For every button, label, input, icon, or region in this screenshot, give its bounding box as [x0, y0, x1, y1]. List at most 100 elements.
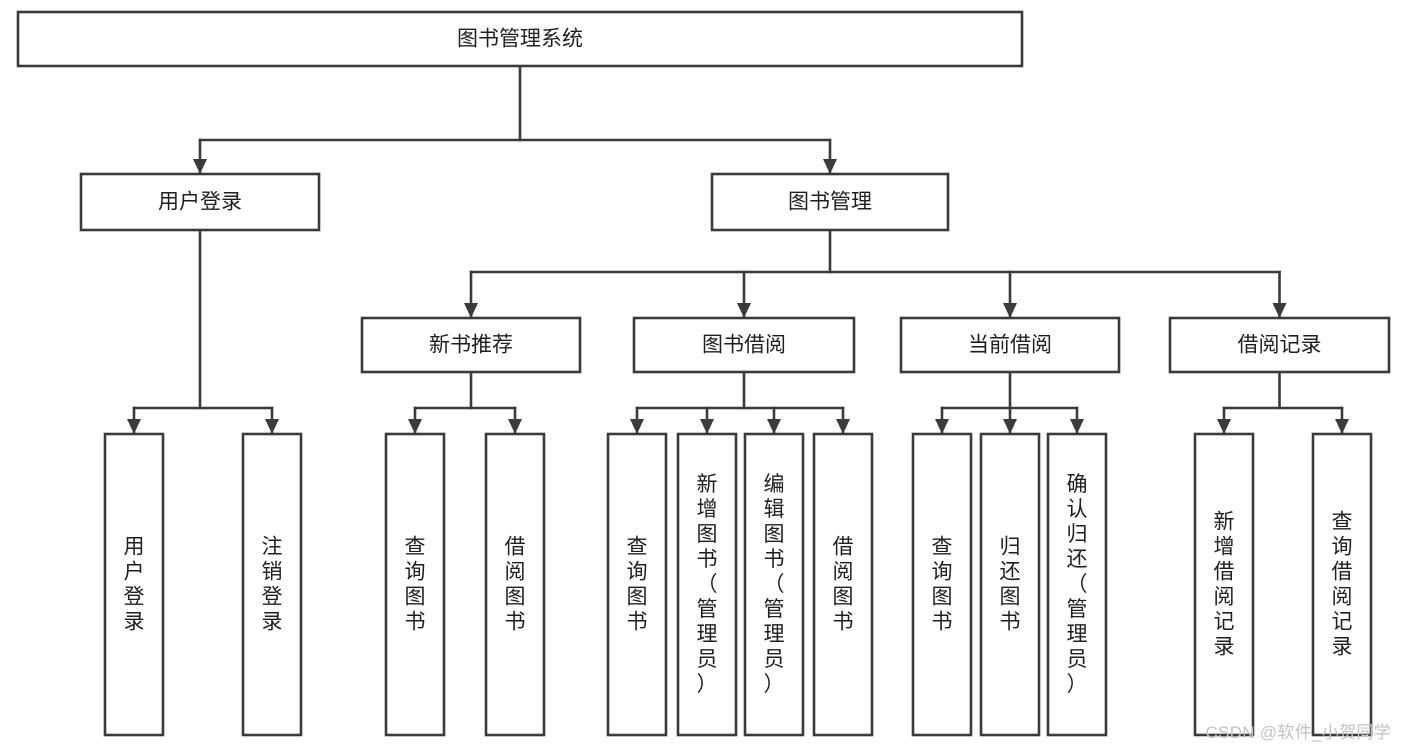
arrow-head-icon: [737, 303, 751, 318]
arrow-head-icon: [1335, 419, 1349, 434]
node-label-leaf-add-book-char-0: 新: [697, 473, 718, 496]
node-label-leaf-add-book-char-4: （: [697, 573, 718, 596]
node-label-leaf-user-login-char-1: 户: [124, 561, 145, 584]
node-label-leaf-edit-book-char-8: ）: [764, 673, 785, 696]
node-label-leaf-query-book-recommend-char-0: 查: [405, 536, 426, 559]
node-label-leaf-query-book-recommend-char-3: 书: [405, 611, 426, 634]
node-label-leaf-confirm-return-char-3: 还: [1067, 548, 1088, 571]
node-label-leaf-add-book-char-6: 理: [697, 623, 718, 646]
node-label-leaf-confirm-return-char-0: 确: [1067, 473, 1088, 496]
arrow-head-icon: [408, 419, 422, 434]
node-box-leaf-confirm-return[interactable]: [1046, 432, 1108, 737]
arrow-head-icon: [265, 419, 279, 434]
arrow-head-icon: [823, 159, 837, 174]
node-leaf-user-login[interactable]: 用户登录: [103, 432, 165, 737]
node-box-book-borrow[interactable]: [632, 316, 856, 374]
node-label-current-borrow: 当前借阅: [968, 334, 1052, 357]
node-box-new-book-recommend[interactable]: [360, 316, 582, 374]
node-label-new-book-recommend: 新书推荐: [429, 334, 513, 357]
node-box-leaf-user-login[interactable]: [103, 432, 165, 737]
node-label-leaf-user-login-char-2: 登: [124, 586, 145, 609]
arrow-head-icon: [464, 303, 478, 318]
node-new-book-recommend[interactable]: 新书推荐: [360, 316, 582, 374]
node-box-root[interactable]: [16, 10, 1024, 68]
node-label-leaf-add-book-char-5: 管: [697, 598, 718, 621]
node-book-borrow[interactable]: 图书借阅: [632, 316, 856, 374]
node-label-leaf-borrow-book-recommend-char-2: 图: [505, 586, 526, 609]
node-label-leaf-query-book-borrow-char-0: 查: [627, 536, 648, 559]
node-label-book-management: 图书管理: [788, 191, 872, 214]
node-label-leaf-edit-book-char-7: 员: [764, 648, 785, 671]
node-box-leaf-add-borrow-record[interactable]: [1193, 432, 1255, 737]
node-box-leaf-logout[interactable]: [241, 432, 303, 737]
node-label-leaf-add-borrow-record-char-4: 记: [1214, 611, 1235, 634]
node-label-leaf-query-book-current-char-1: 询: [932, 561, 953, 584]
arrow-head-icon: [127, 419, 141, 434]
arrow-head-icon: [935, 419, 949, 434]
node-box-leaf-borrow-book[interactable]: [812, 432, 874, 737]
node-label-leaf-query-book-current-char-3: 书: [932, 611, 953, 634]
node-current-borrow[interactable]: 当前借阅: [899, 316, 1121, 374]
node-box-leaf-query-book-borrow[interactable]: [606, 432, 668, 737]
nodes-layer: 图书管理系统用户登录图书管理新书推荐图书借阅当前借阅借阅记录用户登录注销登录查询…: [16, 10, 1391, 737]
node-label-leaf-edit-book-char-2: 图: [764, 523, 785, 546]
node-label-leaf-edit-book-char-0: 编: [764, 473, 785, 496]
node-borrow-record[interactable]: 借阅记录: [1168, 316, 1391, 374]
node-label-leaf-add-book-char-7: 员: [697, 648, 718, 671]
node-label-leaf-add-book-char-1: 增: [697, 498, 718, 521]
arrow-head-icon: [836, 419, 850, 434]
node-label-leaf-add-borrow-record-char-2: 借: [1214, 561, 1235, 584]
arrow-head-icon: [700, 419, 714, 434]
node-box-user-login[interactable]: [79, 172, 321, 232]
node-label-leaf-borrow-book-recommend-char-1: 阅: [505, 561, 526, 584]
node-book-management[interactable]: 图书管理: [710, 172, 950, 232]
node-user-login[interactable]: 用户登录: [79, 172, 321, 232]
arrow-head-icon: [1003, 419, 1017, 434]
node-box-leaf-edit-book[interactable]: [743, 432, 805, 737]
node-label-leaf-query-book-borrow-char-2: 图: [627, 586, 648, 609]
node-box-leaf-borrow-book-recommend[interactable]: [484, 432, 546, 737]
node-label-leaf-edit-book-char-6: 理: [764, 623, 785, 646]
node-box-book-management[interactable]: [710, 172, 950, 232]
node-box-current-borrow[interactable]: [899, 316, 1121, 374]
node-box-leaf-query-book-recommend[interactable]: [384, 432, 446, 737]
node-label-leaf-confirm-return-char-4: （: [1067, 573, 1088, 596]
node-label-leaf-confirm-return-char-8: ）: [1067, 673, 1088, 696]
arrow-head-icon: [630, 419, 644, 434]
node-label-borrow-record: 借阅记录: [1238, 334, 1322, 357]
arrow-head-icon: [193, 159, 207, 174]
node-label-leaf-return-book-char-0: 归: [1000, 536, 1021, 559]
node-box-leaf-add-book[interactable]: [676, 432, 738, 737]
arrow-head-icon: [508, 419, 522, 434]
node-label-leaf-logout-char-3: 录: [262, 611, 283, 634]
node-label-leaf-query-borrow-record-char-4: 记: [1332, 611, 1353, 634]
node-root[interactable]: 图书管理系统: [16, 10, 1024, 68]
node-label-leaf-query-borrow-record-char-2: 借: [1332, 561, 1353, 584]
node-label-leaf-return-book-char-2: 图: [1000, 586, 1021, 609]
node-label-leaf-logout-char-1: 销: [262, 561, 283, 584]
node-label-book-borrow: 图书借阅: [702, 334, 786, 357]
node-box-leaf-query-borrow-record[interactable]: [1311, 432, 1373, 737]
node-label-leaf-borrow-book-char-1: 阅: [833, 561, 854, 584]
node-box-leaf-return-book[interactable]: [979, 432, 1041, 737]
node-box-leaf-query-book-current[interactable]: [911, 432, 973, 737]
node-label-leaf-query-book-current-char-2: 图: [932, 586, 953, 609]
node-label-leaf-edit-book-char-5: 管: [764, 598, 785, 621]
node-box-borrow-record[interactable]: [1168, 316, 1391, 374]
node-label-leaf-add-borrow-record-char-5: 录: [1214, 636, 1235, 659]
node-label-leaf-borrow-book-recommend-char-3: 书: [505, 611, 526, 634]
node-label-leaf-add-book-char-8: ）: [697, 673, 718, 696]
watermark-label: CSDN @软件_小贺同学: [1205, 723, 1391, 742]
